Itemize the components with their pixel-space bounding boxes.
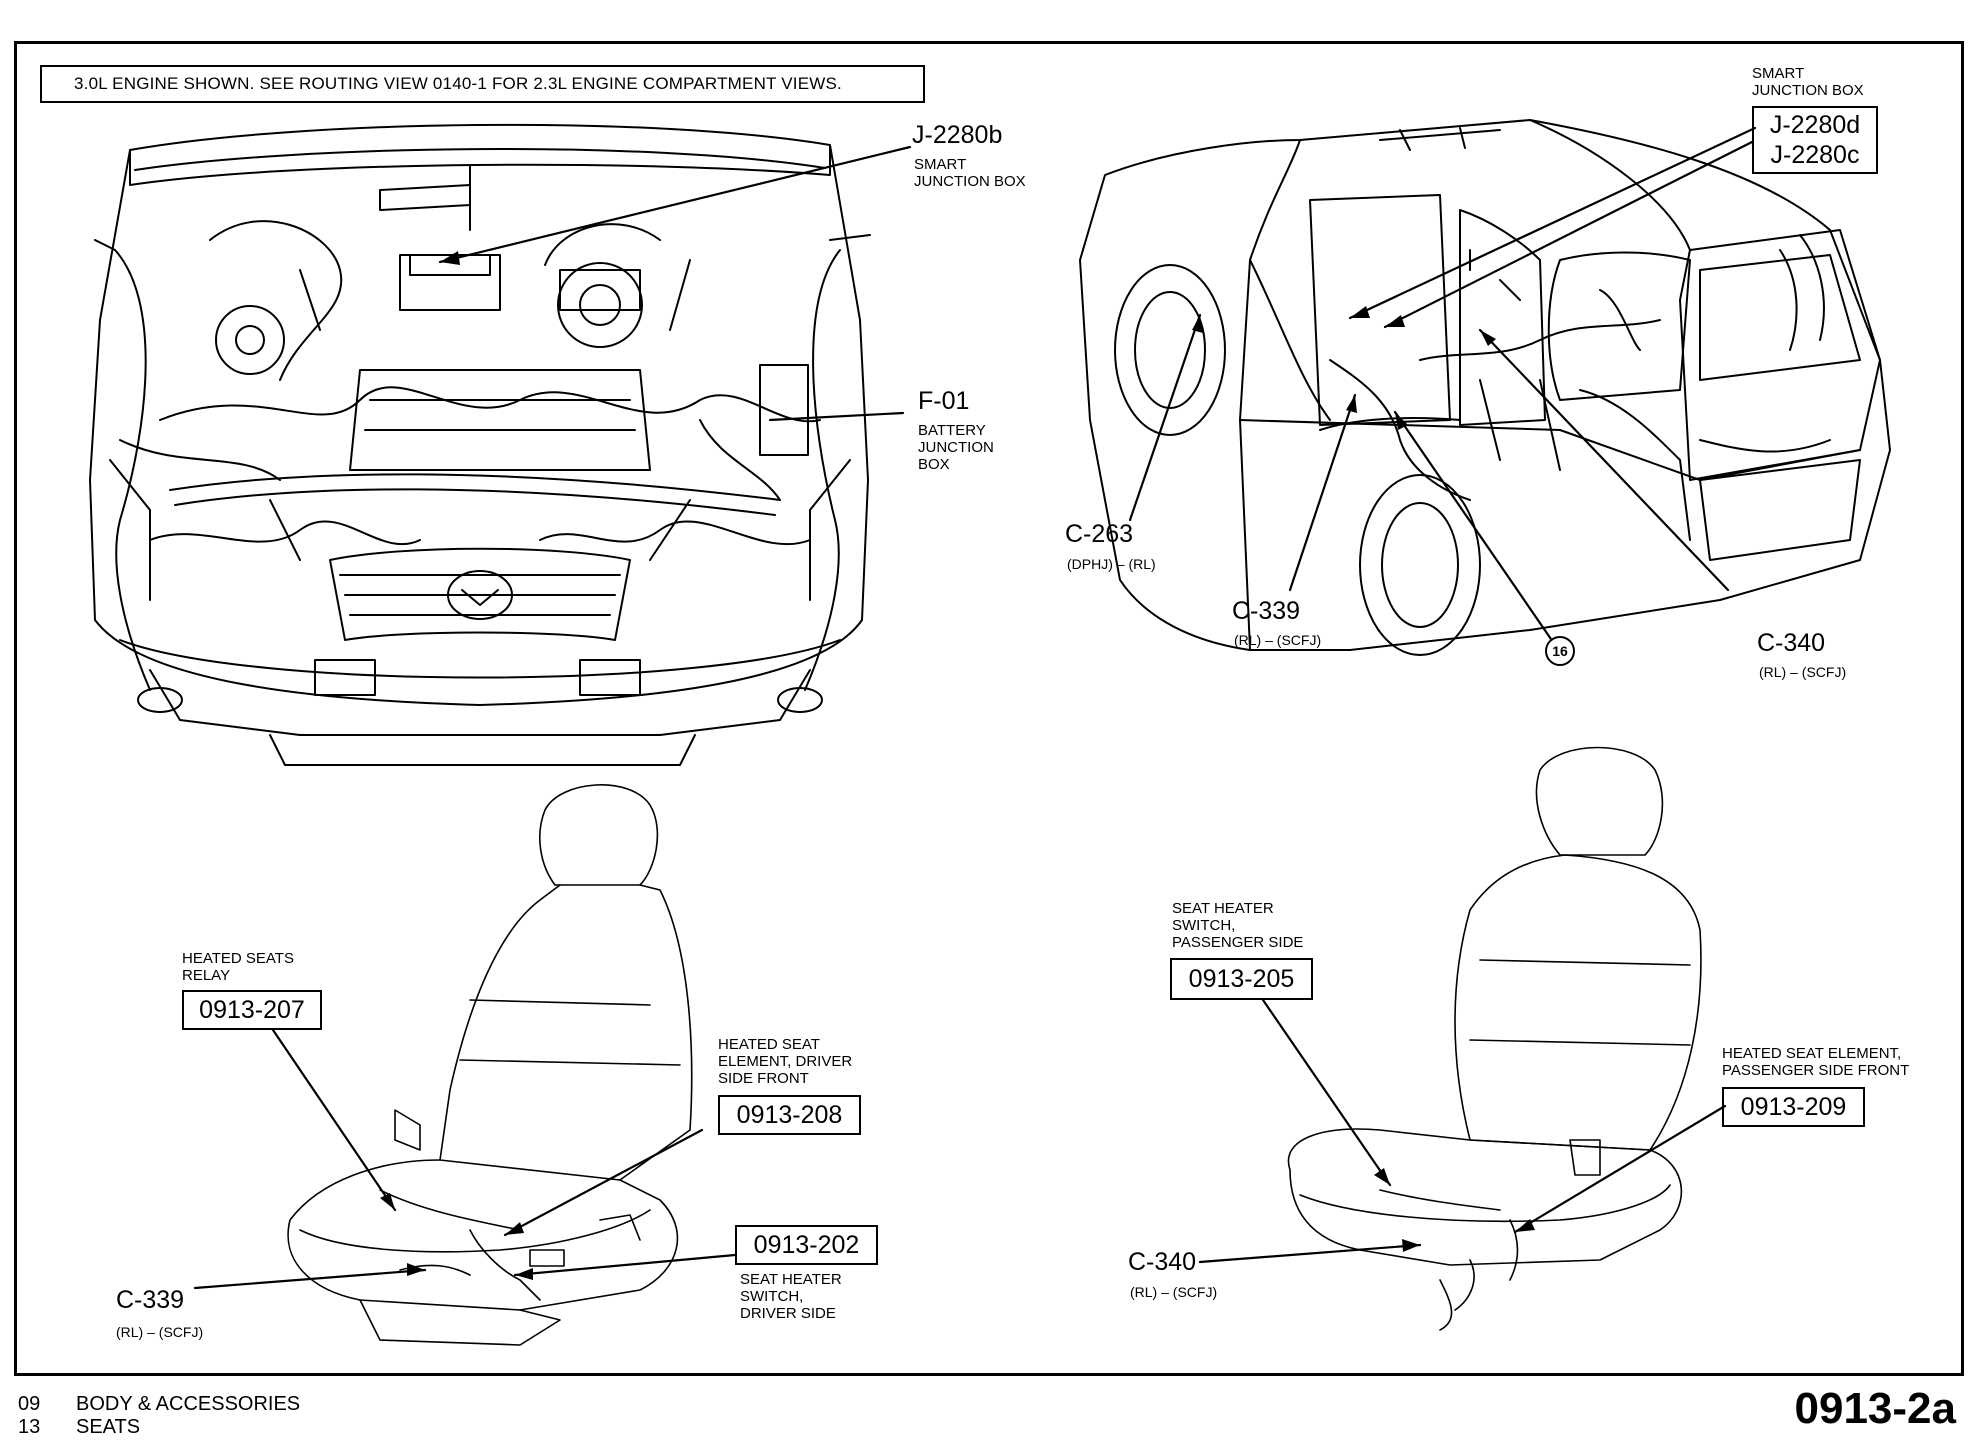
callout-j2280b-code: J-2280b — [912, 121, 1003, 149]
footer-section-name: BODY & ACCESSORIES — [76, 1393, 301, 1415]
page-number: 0913-2a — [1794, 1384, 1956, 1433]
leader-lines — [193, 126, 1757, 1290]
callout-smart-junction-caption: SMART JUNCTION BOX — [1752, 65, 1864, 99]
engine-routing-note: 3.0L ENGINE SHOWN. SEE ROUTING VIEW 0140… — [40, 65, 925, 103]
callout-j2280b-caption: SMART JUNCTION BOX — [914, 156, 1026, 190]
footer-subsection-number: 13 — [18, 1416, 41, 1438]
reference-circle-16: 16 — [1545, 636, 1575, 666]
callout-c340-sub: (RL) – (SCFJ) — [1759, 664, 1847, 680]
footer-subsection-name: SEATS — [76, 1416, 141, 1438]
callout-0913-208: 0913-208 — [718, 1095, 861, 1135]
footer-section-number: 09 — [18, 1393, 41, 1415]
arrowheads — [380, 251, 1535, 1280]
callout-f01-code: F-01 — [918, 387, 970, 415]
driver-seat-illustration — [287, 784, 693, 1346]
vehicle-illustration — [1079, 119, 1891, 656]
callout-j2280d-c-box: J-2280d J-2280c — [1752, 106, 1878, 174]
callout-heated-seats-relay-caption: HEATED SEATS RELAY — [182, 950, 294, 984]
callout-j2280c: J-2280c — [1770, 141, 1860, 169]
callout-heated-seat-element-driver-caption: HEATED SEAT ELEMENT, DRIVER SIDE FRONT — [718, 1036, 853, 1087]
callout-heated-seat-element-passenger-caption: HEATED SEAT ELEMENT, PASSENGER SIDE FRON… — [1722, 1045, 1910, 1079]
callout-c263-sub: (DPHJ) – (RL) — [1067, 556, 1156, 572]
engine-compartment-illustration — [89, 123, 871, 766]
passenger-seat-illustration — [1287, 746, 1702, 1331]
callout-f01-caption: BATTERY JUNCTION BOX — [918, 422, 994, 473]
callout-passenger-c340-sub: (RL) – (SCFJ) — [1130, 1284, 1218, 1300]
callout-driver-c339-code: C-339 — [116, 1286, 185, 1314]
callout-passenger-c340-code: C-340 — [1128, 1248, 1197, 1276]
callout-0913-202: 0913-202 — [735, 1225, 878, 1265]
callout-0913-207: 0913-207 — [182, 990, 322, 1030]
callout-j2280d: J-2280d — [1769, 111, 1861, 139]
callout-0913-205: 0913-205 — [1170, 958, 1313, 1000]
callout-c339-sub: (RL) – (SCFJ) — [1234, 632, 1322, 648]
callout-driver-c339-sub: (RL) – (SCFJ) — [116, 1324, 204, 1340]
callout-c263-code: C-263 — [1065, 520, 1134, 548]
callout-seat-heater-switch-passenger-caption: SEAT HEATER SWITCH, PASSENGER SIDE — [1172, 900, 1304, 951]
callout-c339-code: C-339 — [1232, 597, 1301, 625]
diagram-frame — [14, 41, 1964, 1376]
callout-0913-209: 0913-209 — [1722, 1087, 1865, 1127]
callout-seat-heater-switch-driver-caption: SEAT HEATER SWITCH, DRIVER SIDE — [740, 1271, 842, 1322]
callout-c340-code: C-340 — [1757, 629, 1826, 657]
